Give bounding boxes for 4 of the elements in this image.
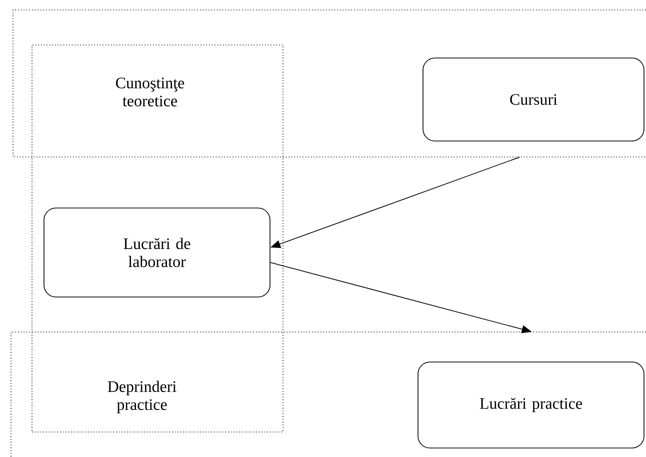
rounded-box: Cursuri [422,58,644,142]
rounded-box: Lucrări practice [418,362,644,448]
dotted-box [32,44,284,432]
rounded-box: Lucrări de laborator [44,208,270,298]
